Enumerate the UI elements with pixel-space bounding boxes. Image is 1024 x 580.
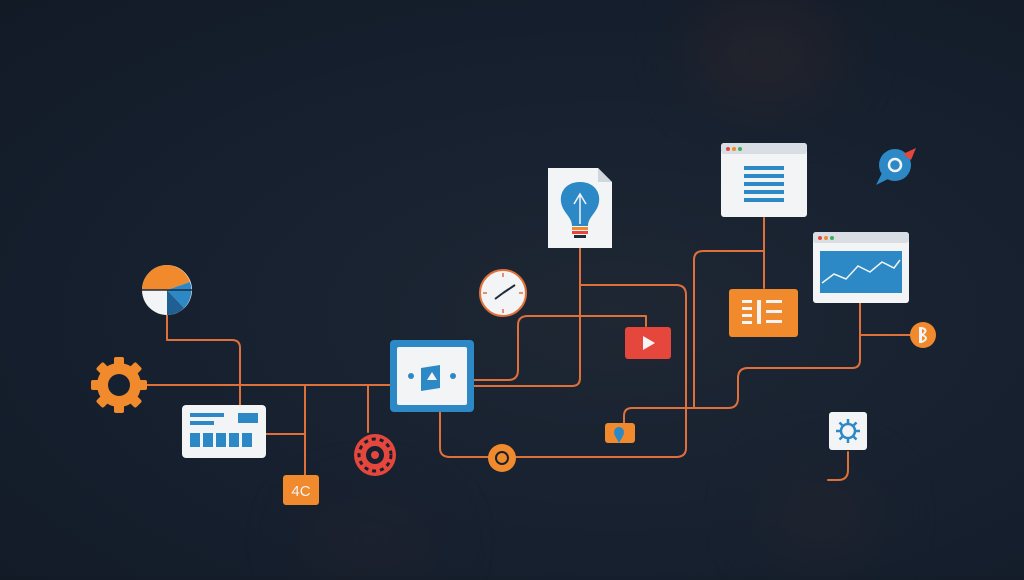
line-list-branch: [693, 250, 765, 409]
dashboard-card-icon: [182, 405, 266, 458]
gear-icon: [91, 357, 147, 413]
video-play-icon[interactable]: [625, 327, 671, 359]
lightbulb-document-icon: [548, 168, 612, 248]
line-hub-to-clock: [473, 315, 647, 381]
chart-window-icon: [813, 232, 909, 303]
film-reel-icon: [354, 434, 396, 476]
rocket-icon: [876, 148, 916, 185]
line-pin-to-chart: [623, 302, 861, 426]
connector-lines: [145, 217, 913, 481]
line-bulb-to-right: [514, 284, 687, 458]
label-tag-icon: 4C: [283, 475, 319, 505]
coin-icon: [910, 322, 936, 348]
line-settings-tail: [827, 451, 849, 481]
clock-icon: [479, 269, 527, 317]
central-hub-icon[interactable]: [390, 340, 474, 412]
line-hub-to-bulb: [473, 247, 581, 387]
list-panel-icon: [729, 289, 798, 337]
text-window-icon: [721, 143, 807, 217]
location-pin-icon: [605, 423, 635, 443]
settings-tile-icon[interactable]: [829, 412, 867, 450]
line-card-to-tag: [265, 384, 306, 476]
label-tag-text: 4C: [291, 483, 310, 500]
line-pie-to-bus: [166, 314, 241, 386]
node-circle-icon: [488, 444, 516, 472]
pie-chart-icon: [142, 265, 192, 315]
line-hub-to-node: [439, 411, 489, 458]
